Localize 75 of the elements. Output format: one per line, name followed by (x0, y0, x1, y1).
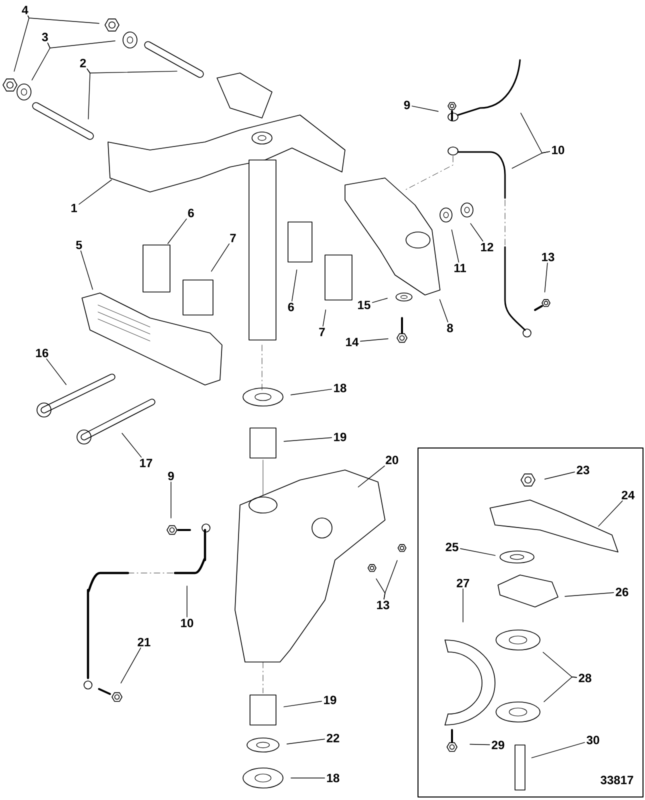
callout-number: 28 (578, 674, 592, 682)
callout-number: 12 (481, 242, 494, 252)
leader-line (412, 106, 439, 112)
leader-line (531, 742, 585, 758)
callout-number: 19 (324, 696, 336, 704)
leader-line (211, 243, 230, 272)
callout-number: 25 (446, 542, 458, 552)
leader-line (122, 432, 142, 458)
figure-number: 33817 (600, 776, 634, 784)
leader-line (78, 179, 112, 205)
callout-number: 2 (80, 58, 86, 68)
leader-line (284, 700, 322, 708)
leader-line (470, 223, 484, 242)
leader-line (470, 744, 490, 746)
leader-line (86, 68, 90, 120)
callout-number: 8 (447, 324, 453, 332)
callout-number: 18 (327, 774, 340, 782)
callout-number: 3 (42, 32, 48, 42)
leader-line (512, 151, 550, 169)
leader-line (544, 262, 548, 292)
leader-line (292, 270, 298, 302)
leader-line (170, 482, 172, 518)
callout-number: 7 (319, 328, 325, 336)
callout-number: 11 (454, 264, 466, 272)
leader-line (284, 437, 332, 442)
callout-number: 22 (326, 734, 340, 742)
leader-line (186, 586, 188, 618)
leader-line (28, 15, 100, 24)
callout-number: 21 (138, 638, 150, 646)
leader-line (80, 250, 93, 290)
callout-number: 9 (168, 472, 174, 480)
callout-number: 6 (288, 302, 294, 312)
callout-number: 5 (76, 240, 82, 250)
callout-number: 15 (358, 300, 370, 310)
leader-line (544, 472, 575, 480)
callout-number: 10 (181, 618, 194, 628)
callout-number: 4 (22, 6, 28, 14)
leader-line (14, 15, 30, 72)
leader-line (46, 358, 66, 385)
callout-number: 27 (456, 578, 470, 588)
leader-line (120, 648, 142, 684)
leader-line (462, 588, 464, 622)
callout-number: 26 (616, 588, 628, 596)
callout-number: 9 (404, 100, 410, 110)
leader-line (358, 466, 385, 488)
callout-number: 10 (552, 146, 564, 154)
leader-line (451, 229, 460, 263)
leader-line (360, 338, 388, 342)
callout-number: 29 (492, 740, 504, 750)
leader-line (290, 388, 332, 396)
leader-line (544, 676, 577, 702)
leader-line (564, 592, 614, 597)
callout-number: 19 (334, 432, 346, 442)
callout-number: 24 (622, 490, 635, 500)
callout-number: 6 (188, 208, 194, 218)
leader-line (598, 500, 623, 527)
leader-line (372, 298, 388, 303)
callout-number: 1 (71, 204, 77, 212)
callout-number: 18 (334, 384, 346, 392)
callout-number: 20 (386, 456, 398, 464)
leader-line (286, 738, 325, 744)
callout-number: 13 (542, 252, 554, 262)
callout-number: 16 (36, 348, 48, 358)
callout-number: 14 (346, 338, 359, 346)
callout-number: 23 (576, 466, 590, 474)
leader-line (167, 218, 187, 244)
leader-line (376, 578, 386, 600)
leader-line (460, 548, 496, 556)
callout-number: 7 (230, 234, 236, 242)
leader-line (322, 310, 326, 327)
leader-line (439, 299, 448, 322)
leader-line (32, 42, 50, 80)
callout-number: 13 (377, 600, 390, 610)
callout-number: 30 (586, 736, 600, 744)
callout-number: 17 (140, 458, 152, 468)
